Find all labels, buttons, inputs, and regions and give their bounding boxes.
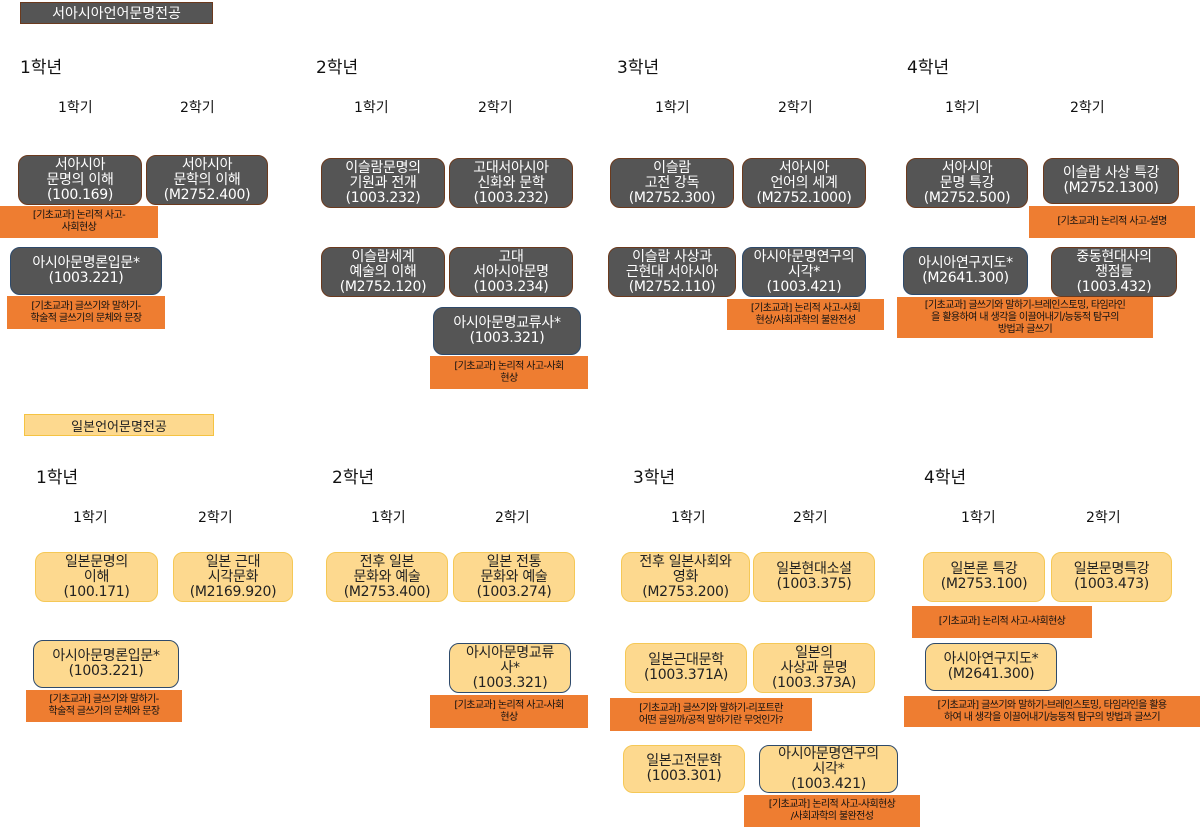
semester-label: 2학기 xyxy=(1070,100,1105,116)
course-box[interactable]: 아시아연구지도* (M2641.300) xyxy=(925,643,1057,691)
course-box[interactable]: 이슬람문명의 기원과 전개 (1003.232) xyxy=(321,158,445,208)
course-box[interactable]: 아시아문명교류 사* (1003.321) xyxy=(449,643,571,693)
course-box[interactable]: 일본근대문학 (1003.371A) xyxy=(625,643,747,693)
foundation-course-tag: [기초교과] 논리적 사고-사회현상 /사회과학의 불완전성 xyxy=(744,795,920,827)
semester-label: 1학기 xyxy=(961,510,996,526)
semester-label: 1학기 xyxy=(58,100,93,116)
foundation-course-tag: [기초교과] 논리적 사고-사회 현상/사회과학의 불완전성 xyxy=(727,299,884,330)
course-box[interactable]: 이슬람세계 예술의 이해 (M2752.120) xyxy=(321,247,445,297)
course-box[interactable]: 아시아문명론입문* (1003.221) xyxy=(10,247,162,295)
semester-label: 2학기 xyxy=(495,510,530,526)
semester-label: 1학기 xyxy=(671,510,706,526)
course-box[interactable]: 아시아문명론입문* (1003.221) xyxy=(33,640,179,688)
course-box[interactable]: 서아시아 언어의 세계 (M2752.1000) xyxy=(742,158,866,208)
course-box[interactable]: 이슬람 사상 특강 (M2752.1300) xyxy=(1043,158,1179,204)
course-box[interactable]: 아시아문명연구의 시각* (1003.421) xyxy=(759,745,898,793)
course-box[interactable]: 이슬람 고전 강독 (M2752.300) xyxy=(610,158,734,208)
course-box[interactable]: 일본론 특강 (M2753.100) xyxy=(923,552,1045,602)
course-box[interactable]: 고대 서아시아문명 (1003.234) xyxy=(449,247,573,297)
course-box[interactable]: 중동현대사의 쟁점들 (1003.432) xyxy=(1051,247,1177,297)
foundation-course-tag: [기초교과] 논리적 사고-사회현상 xyxy=(912,606,1092,638)
foundation-course-tag: [기초교과] 논리적 사고-설명 xyxy=(1029,206,1195,238)
foundation-course-tag: [기초교과] 글쓰기와 말하기- 학술적 글쓰기의 문체와 문장 xyxy=(7,296,165,329)
course-box[interactable]: 일본 전통 문화와 예술 (1003.274) xyxy=(453,552,575,602)
year-label: 3학년 xyxy=(617,58,660,78)
semester-label: 1학기 xyxy=(73,510,108,526)
year-label: 2학년 xyxy=(332,468,375,488)
year-label: 1학년 xyxy=(36,468,79,488)
course-box[interactable]: 전후 일본사회와 영화 (M2753.200) xyxy=(621,552,750,602)
foundation-course-tag: [기초교과] 글쓰기와 말하기- 학술적 글쓰기의 문체와 문장 xyxy=(26,690,182,722)
course-box[interactable]: 아시아문명연구의 시각* (1003.421) xyxy=(742,247,866,297)
semester-label: 2학기 xyxy=(793,510,828,526)
course-box[interactable]: 서아시아 문명의 이해 (100.169) xyxy=(18,155,142,205)
year-label: 3학년 xyxy=(633,468,676,488)
semester-label: 2학기 xyxy=(478,100,513,116)
course-box[interactable]: 아시아문명교류사* (1003.321) xyxy=(433,307,581,355)
year-label: 4학년 xyxy=(924,468,967,488)
course-box[interactable]: 고대서아시아 신화와 문학 (1003.232) xyxy=(449,158,573,208)
year-label: 2학년 xyxy=(316,58,359,78)
course-box[interactable]: 일본 근대 시각문화 (M2169.920) xyxy=(173,552,293,602)
foundation-course-tag: [기초교과] 글쓰기와 말하기-브레인스토밍, 타임라인을 활용 하여 내 생각… xyxy=(904,696,1200,727)
course-box[interactable]: 이슬람 사상과 근현대 서아시아 (M2752.110) xyxy=(608,247,736,297)
course-box[interactable]: 서아시아 문명 특강 (M2752.500) xyxy=(906,158,1028,208)
course-box[interactable]: 전후 일본 문화와 예술 (M2753.400) xyxy=(326,552,448,602)
foundation-course-tag: [기초교과] 논리적 사고- 사회현상 xyxy=(0,206,158,238)
semester-label: 2학기 xyxy=(198,510,233,526)
course-box[interactable]: 일본문명의 이해 (100.171) xyxy=(35,552,158,602)
foundation-course-tag: [기초교과] 글쓰기와 말하기-브레인스토밍, 타임라인 을 활용하여 내 생각… xyxy=(897,297,1153,338)
course-box[interactable]: 아시아연구지도* (M2641.300) xyxy=(903,247,1028,295)
year-label: 4학년 xyxy=(907,58,950,78)
course-box[interactable]: 일본고전문학 (1003.301) xyxy=(623,745,745,793)
foundation-course-tag: [기초교과] 글쓰기와 말하기-리포트란 어떤 글일까/공적 말하기란 무엇인가… xyxy=(610,698,812,731)
semester-label: 1학기 xyxy=(354,100,389,116)
section-header-japan: 일본언어문명전공 xyxy=(24,414,214,436)
semester-label: 2학기 xyxy=(1086,510,1121,526)
semester-label: 2학기 xyxy=(778,100,813,116)
foundation-course-tag: [기초교과] 논리적 사고-사회 현상 xyxy=(430,356,588,389)
semester-label: 1학기 xyxy=(655,100,690,116)
section-header-west-asia: 서아시아언어문명전공 xyxy=(20,2,213,24)
foundation-course-tag: [기초교과] 논리적 사고-사회 현상 xyxy=(430,695,588,728)
semester-label: 1학기 xyxy=(945,100,980,116)
course-box[interactable]: 일본의 사상과 문명 (1003.373A) xyxy=(753,643,875,693)
year-label: 1학년 xyxy=(20,58,63,78)
course-box[interactable]: 일본문명특강 (1003.473) xyxy=(1051,552,1172,602)
course-box[interactable]: 일본현대소설 (1003.375) xyxy=(753,552,875,602)
semester-label: 2학기 xyxy=(180,100,215,116)
semester-label: 1학기 xyxy=(371,510,406,526)
course-box[interactable]: 서아시아 문학의 이해 (M2752.400) xyxy=(146,155,268,205)
